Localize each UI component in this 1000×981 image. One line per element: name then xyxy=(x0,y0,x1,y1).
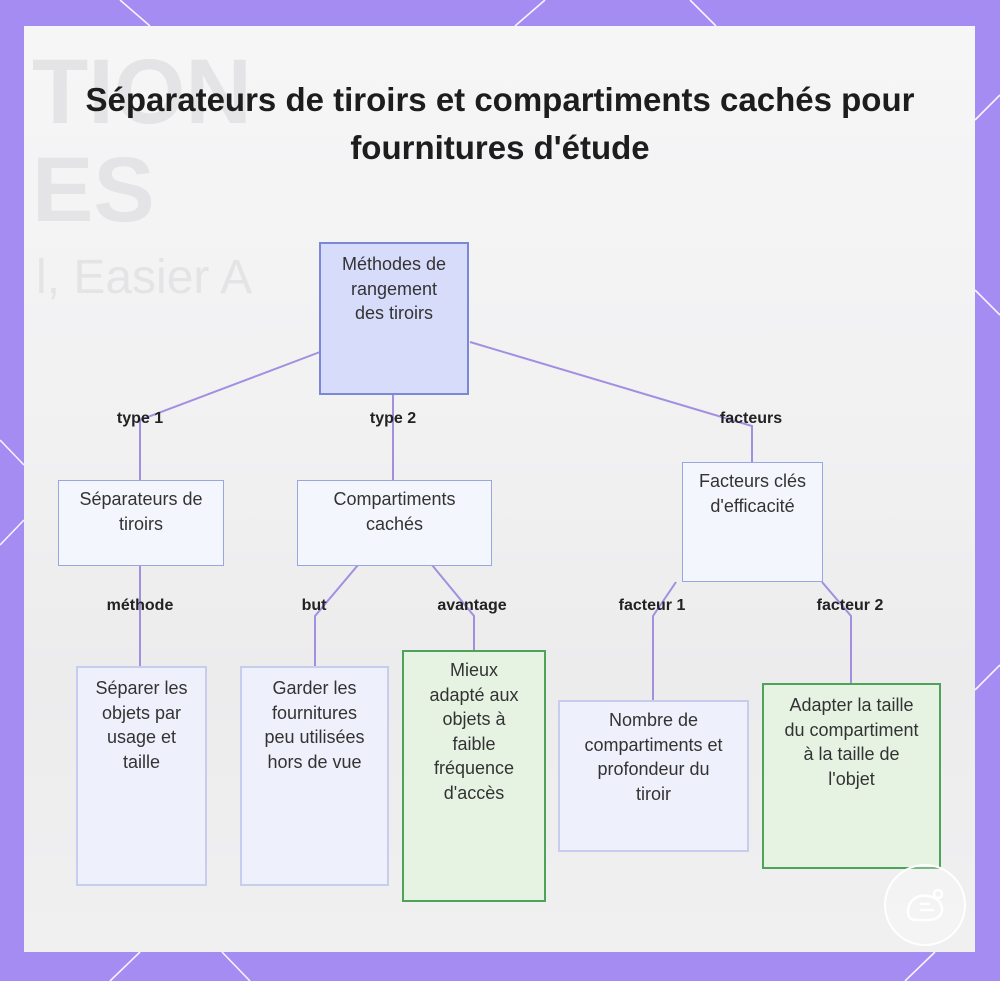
node-separators[interactable]: Séparateurs de tiroirs xyxy=(58,480,224,566)
node-better-label: Mieux adapté aux objets à faible fréquen… xyxy=(424,658,524,805)
node-count-label: Nombre de compartiments et profondeur du… xyxy=(579,708,729,806)
edge-label-facteurs: facteurs xyxy=(720,410,782,428)
edge-label-avantage: avantage xyxy=(437,597,506,615)
node-separate-label: Séparer les objets par usage et taille xyxy=(92,676,192,774)
edge-hidden-keep xyxy=(315,565,358,666)
edge-label-type1: type 1 xyxy=(117,410,163,428)
logo-seal-icon xyxy=(884,864,966,946)
edge-label-type2: type 2 xyxy=(370,410,416,428)
node-factors[interactable]: Facteurs clés d'efficacité xyxy=(682,462,823,582)
edge-label-methode: méthode xyxy=(107,597,174,615)
node-keep[interactable]: Garder les fournitures peu utilisées hor… xyxy=(240,666,389,886)
node-adapt-label: Adapter la taille du compartiment à la t… xyxy=(782,693,922,791)
edge-root-factors xyxy=(470,342,752,462)
node-root[interactable]: Méthodes de rangement des tiroirs xyxy=(319,242,469,395)
edge-label-but: but xyxy=(302,597,327,615)
edge-label-facteur2: facteur 2 xyxy=(817,597,884,615)
edge-root-separators xyxy=(140,352,320,480)
logo-seal-glyph xyxy=(898,878,952,932)
node-keep-label: Garder les fournitures peu utilisées hor… xyxy=(259,676,371,774)
node-hidden[interactable]: Compartiments cachés xyxy=(297,480,492,566)
node-better[interactable]: Mieux adapté aux objets à faible fréquen… xyxy=(402,650,546,902)
node-root-label: Méthodes de rangement des tiroirs xyxy=(339,252,449,326)
node-factors-label: Facteurs clés d'efficacité xyxy=(697,469,809,518)
edge-label-facteur1: facteur 1 xyxy=(619,597,686,615)
node-count[interactable]: Nombre de compartiments et profondeur du… xyxy=(558,700,749,852)
node-separators-label: Séparateurs de tiroirs xyxy=(76,487,206,536)
node-adapt[interactable]: Adapter la taille du compartiment à la t… xyxy=(762,683,941,869)
node-hidden-label: Compartiments cachés xyxy=(310,487,480,536)
node-separate[interactable]: Séparer les objets par usage et taille xyxy=(76,666,207,886)
